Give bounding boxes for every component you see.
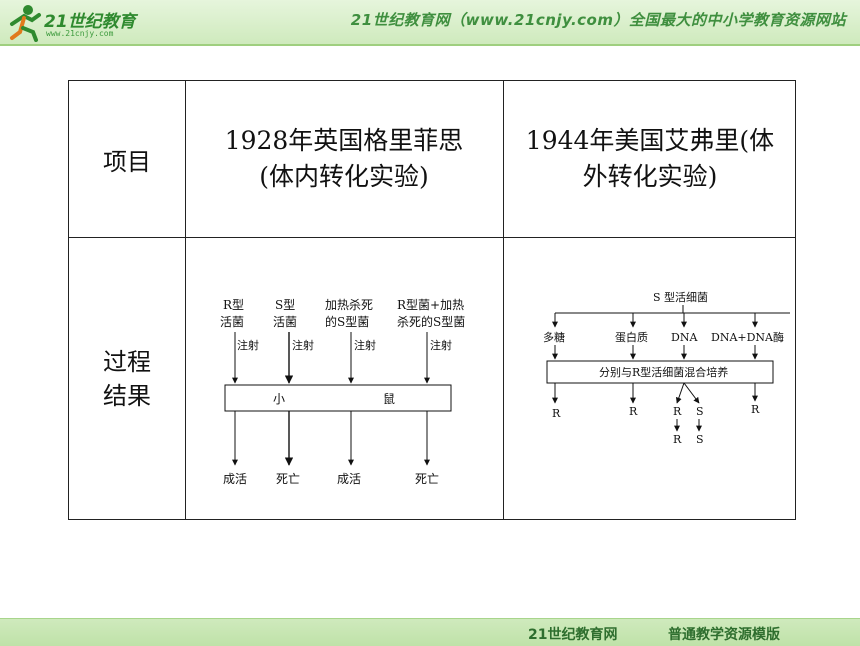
logo-url: www.21cnjy.com — [46, 29, 114, 38]
avery-component-1: 多糖 — [543, 330, 565, 344]
avery-result-2: R — [629, 405, 638, 418]
avery-subtitle: 外转化实验) — [582, 162, 718, 191]
griffith-title: 1928年英国格里菲思 — [224, 126, 464, 155]
avery-subresult-1: R — [673, 433, 682, 446]
griffith-group-3-l2: 的S型菌 — [325, 314, 369, 329]
footer-site-name[interactable]: 21世纪教育网 — [528, 627, 618, 643]
culture-box — [546, 360, 774, 384]
inject-label: 注射 — [354, 338, 376, 352]
inject-label: 注射 — [237, 338, 259, 352]
table-divider — [185, 81, 186, 519]
griffith-group-2-l1: S型 — [275, 298, 295, 312]
site-logo[interactable]: 21世纪教育 www.21cnjy.com — [6, 2, 156, 42]
mouse-label-1: 小 — [273, 392, 285, 406]
avery-result-3: R — [673, 405, 682, 418]
table-divider — [69, 237, 795, 238]
footer-template-name: 普通教学资源模版 — [668, 627, 780, 643]
avery-result-4: S — [696, 405, 704, 418]
avery-diagram: S 型活细菌 多糖 蛋白质 DNA DNA+DNA酶 分别与R型活细菌混合培养 … — [543, 290, 790, 446]
avery-source: S 型活细菌 — [653, 290, 708, 304]
comparison-table: 项目 1928年英国格里菲思 (体内转化实验) 1944年美国艾弗里(体 外转化… — [68, 80, 796, 520]
culture-label: 分别与R型活细菌混合培养 — [599, 365, 728, 379]
griffith-subtitle: (体内转化实验) — [259, 162, 429, 191]
row-label-process: 过程 结果 — [69, 237, 185, 521]
avery-component-2: 蛋白质 — [615, 330, 648, 344]
mouse-box — [224, 384, 452, 412]
result-arrow — [683, 382, 700, 404]
griffith-group-1-l1: R型 — [223, 298, 244, 312]
griffith-group-3-l1: 加热杀死 — [325, 297, 373, 312]
avery-result-1: R — [552, 407, 561, 420]
griffith-result-3: 成活 — [337, 472, 361, 486]
inject-label: 注射 — [292, 338, 314, 352]
mouse-label-2: 鼠 — [383, 392, 395, 406]
inject-label: 注射 — [430, 338, 452, 352]
logo-text: 21世纪教育 — [44, 12, 136, 32]
header-cell-griffith: 1928年英国格里菲思 (体内转化实验) — [185, 81, 503, 237]
avery-subresult-2: S — [696, 433, 704, 446]
header-cell-item: 项目 — [69, 81, 185, 237]
griffith-result-2: 死亡 — [276, 472, 300, 486]
header-item-label: 项目 — [103, 147, 151, 176]
avery-title: 1944年美国艾弗里(体 — [525, 126, 775, 155]
header-slogan: 21世纪教育网（www.21cnjy.com）全国最大的中小学教育资源网站 — [350, 11, 846, 29]
griffith-result-1: 成活 — [223, 472, 247, 486]
footer-banner: 21世纪教育网 普通教学资源模版 — [0, 618, 860, 646]
griffith-diagram: R型 活菌 S型 活菌 加热杀死 的S型菌 R型菌+加热 杀死的S型菌 注射 注… — [220, 297, 465, 486]
header-cell-avery: 1944年美国艾弗里(体 外转化实验) — [503, 81, 797, 237]
griffith-result-4: 死亡 — [415, 472, 439, 486]
avery-component-4: DNA+DNA酶 — [711, 331, 784, 344]
runner-icon — [10, 5, 41, 42]
table-divider — [503, 81, 504, 519]
row-label-line1: 过程 — [103, 348, 151, 376]
griffith-group-4-l2: 杀死的S型菌 — [397, 314, 465, 329]
griffith-group-4-l1: R型菌+加热 — [397, 298, 464, 312]
avery-component-3: DNA — [671, 331, 698, 344]
row-label-line2: 结果 — [103, 382, 151, 410]
avery-result-5: R — [751, 403, 760, 416]
result-arrow — [675, 382, 685, 404]
header-banner: 21世纪教育 www.21cnjy.com 21世纪教育网（www.21cnjy… — [0, 0, 860, 46]
griffith-group-2-l2: 活菌 — [273, 315, 297, 329]
griffith-group-1-l2: 活菌 — [220, 315, 244, 329]
